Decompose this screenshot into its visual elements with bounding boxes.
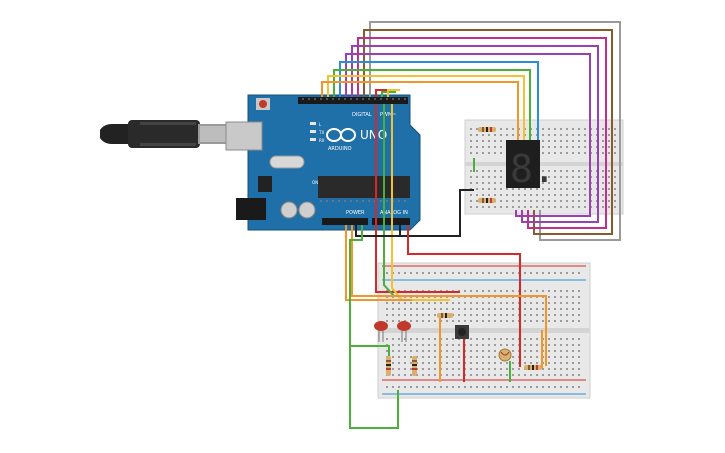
board-model-label: UNO [360,128,387,142]
digital-pins-label: DIGITAL [352,112,372,118]
crystal [269,155,305,169]
board-brand-label: ARDUINO [328,146,352,152]
photoresistor [498,348,512,362]
seven-segment-display: 8. [506,140,556,191]
atmega-chip [318,176,410,198]
power-label: POWER [346,210,365,216]
pushbutton[interactable] [455,325,469,339]
main-breadboard[interactable] [377,262,591,399]
l-led [310,122,316,125]
rx-led [310,138,316,141]
l-led-label: L [319,122,322,127]
mini-breadboard[interactable] [464,119,624,215]
arduino-uno-board[interactable]: ARDUINO UNO DIGITAL PWM~ POWER ANALOG IN… [225,94,421,231]
analog-in-label: ANALOG IN [380,210,408,216]
rx-label: RX [319,138,325,143]
resistor [386,356,391,376]
tx-led [310,130,316,133]
usb-cable [100,120,228,148]
resistor [478,198,496,203]
usb-port [225,121,263,151]
red-led [374,321,388,342]
voltage-regulator [258,176,272,192]
resistor [412,356,417,376]
capacitor [298,201,316,219]
resistor [524,365,542,370]
red-led [397,321,411,342]
display-digit: 8. [510,147,556,191]
arduino-logo-icon [326,128,356,142]
resistor [437,313,453,318]
pwm-label: PWM~ [380,112,396,118]
tx-label: TX [318,130,324,135]
power-jack [236,198,266,220]
capacitor [280,201,298,219]
breadboard-wiring [345,104,547,429]
power-header [322,218,368,225]
display-wiring [321,21,621,241]
on-led-label: ON [312,180,318,185]
resistor [478,127,496,132]
